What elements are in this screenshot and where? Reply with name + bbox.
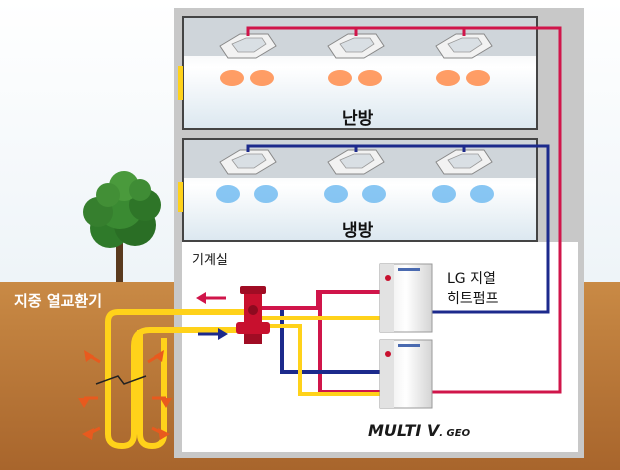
ground-heat-exchanger-label: 지중 열교환기 [14,292,103,310]
outflow-arrow-icon [196,292,226,304]
cassette-unit-icon [327,33,385,59]
cooling-label: 냉방 [342,221,374,241]
heat-pump-unit-icon [379,339,433,409]
cold-pipe [246,144,550,314]
brand-suffix: . GEO [439,428,471,439]
window-accent [178,182,183,212]
brand-logo: MULTI V. GEO [368,421,470,440]
ground-loop [105,309,262,449]
heat-pump-label: LG 지열 [447,271,496,287]
hot-pipe [246,26,562,394]
machine-room-label: 기계실 [192,253,228,268]
brand-name: MULTI V [368,421,440,440]
inflow-arrow-icon [198,328,228,340]
cassette-unit-icon [327,149,385,175]
loop-break-mark [95,375,147,385]
warm-airflow [220,70,490,86]
cassette-unit-icon [435,149,493,175]
window-accent [178,66,183,100]
cassette-unit-icon [219,33,277,59]
cassette-unit-icon [219,149,277,175]
heating-label: 난방 [342,109,374,129]
pump-icon [236,286,270,344]
heat-pump-unit-icon [379,263,433,333]
heat-pump-label-line2: 히트펌프 [447,291,499,307]
tree-icon [83,171,161,282]
heat-exchange-arrow-shafts [84,354,166,436]
cool-airflow [216,185,494,203]
cassette-unit-icon [435,33,493,59]
